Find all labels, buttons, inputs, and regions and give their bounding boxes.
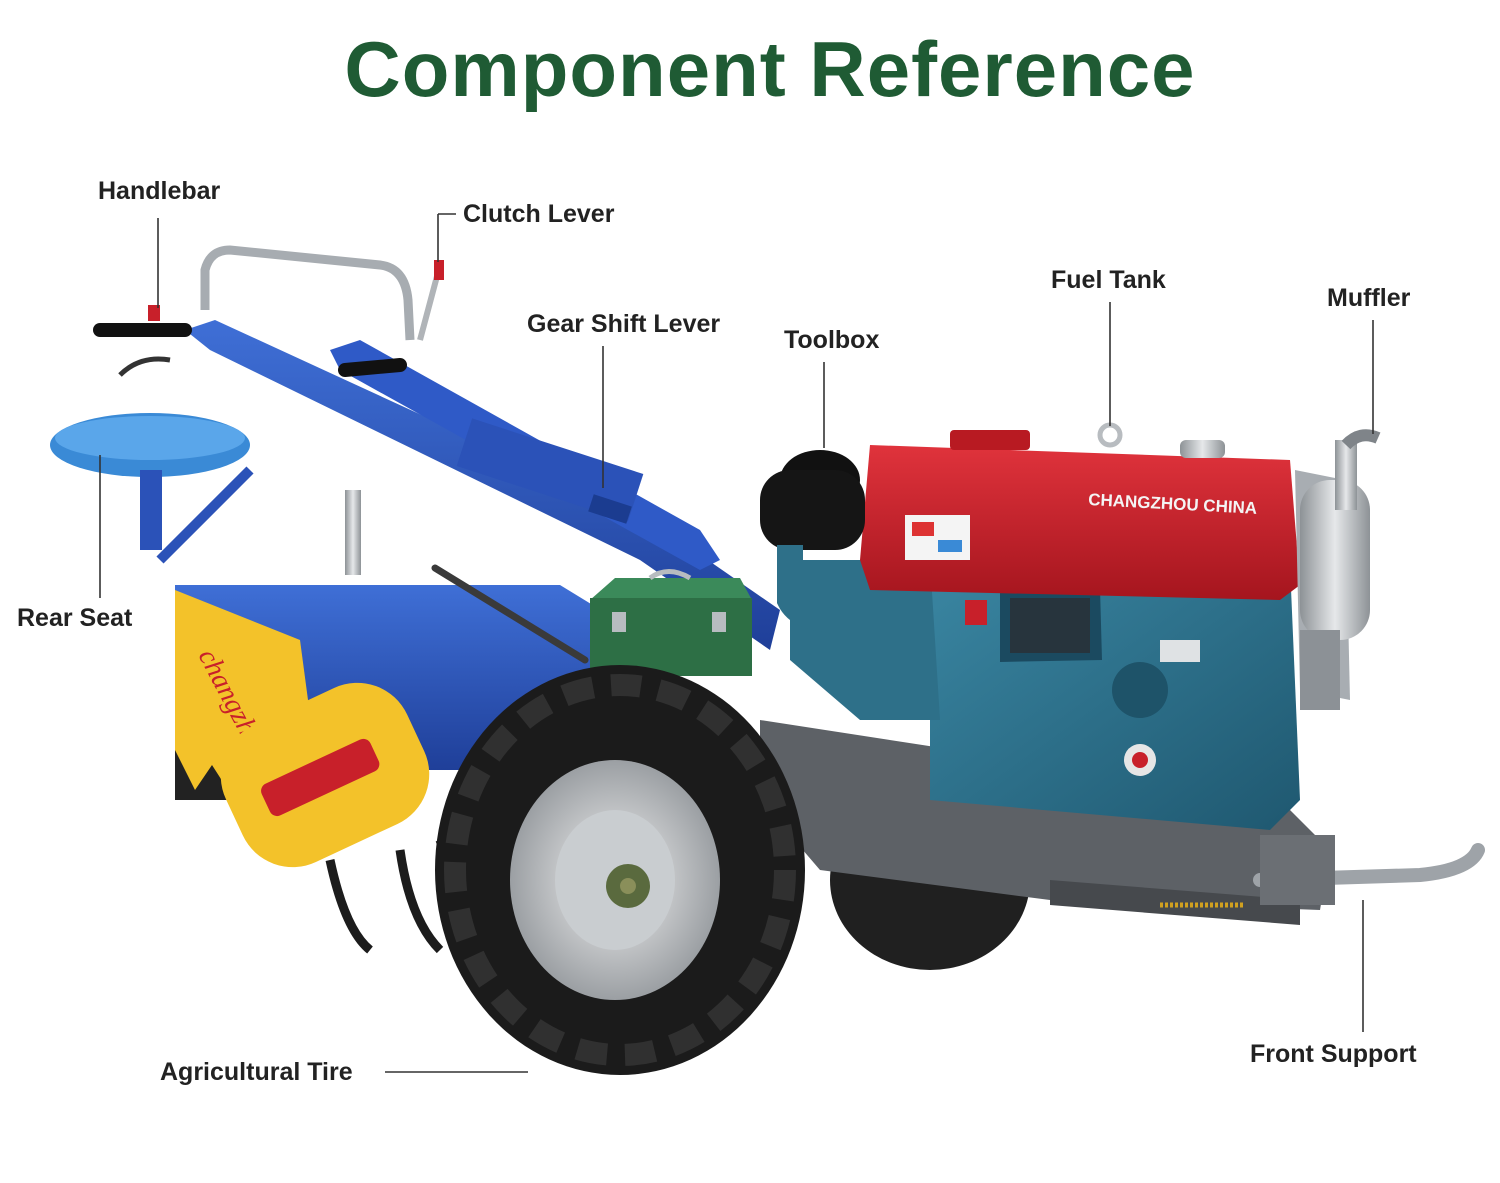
fuel-tank: CHANGZHOU CHINA xyxy=(860,422,1300,600)
callout-clutch-lever: Clutch Lever xyxy=(463,200,615,228)
handle-beams xyxy=(93,245,780,650)
engine-block xyxy=(790,560,1300,830)
callout-front-support: Front Support xyxy=(1250,1040,1417,1068)
air-filter xyxy=(760,450,865,633)
callout-toolbox: Toolbox xyxy=(784,326,880,354)
callout-agricultural-tire: Agricultural Tire xyxy=(160,1058,353,1086)
side-guard xyxy=(220,682,430,868)
gear-shift-lever xyxy=(431,564,589,664)
callout-fuel-tank: Fuel Tank xyxy=(1051,266,1166,294)
callout-gear-shift-lever: Gear Shift Lever xyxy=(527,310,721,338)
front-support xyxy=(1160,835,1485,908)
page-title: Component Reference xyxy=(344,25,1196,113)
callout-rear-seat: Rear Seat xyxy=(17,604,133,632)
leader-lines xyxy=(99,213,1374,1073)
callout-muffler: Muffler xyxy=(1327,284,1411,312)
toolbox xyxy=(590,569,752,676)
agricultural-tire xyxy=(435,665,805,1075)
callout-handlebar: Handlebar xyxy=(98,177,221,205)
rear-seat xyxy=(50,413,361,575)
muffler xyxy=(1295,429,1381,710)
